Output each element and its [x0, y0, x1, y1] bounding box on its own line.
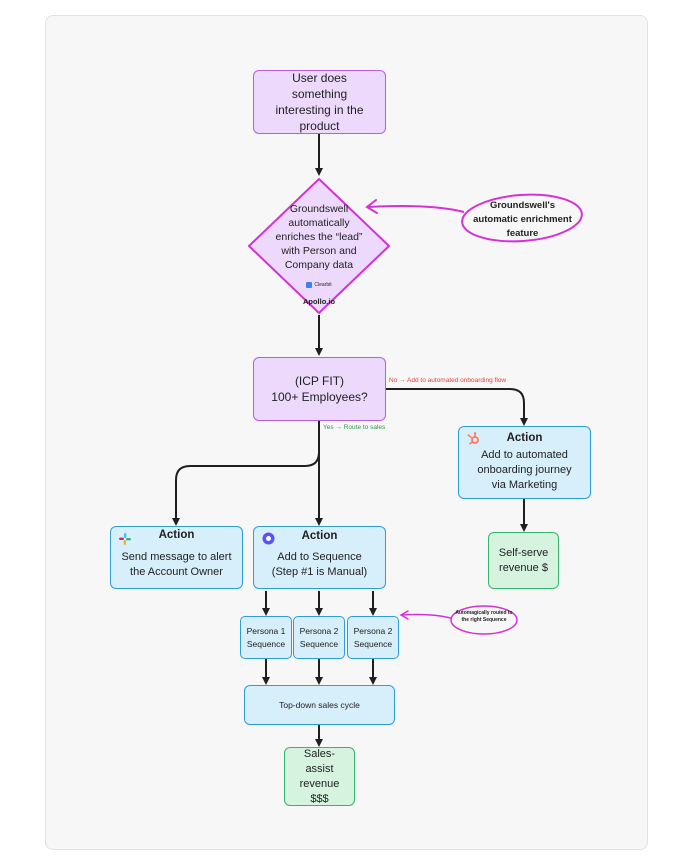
topdown-node[interactable]: Top-down sales cycle: [244, 685, 395, 725]
clearbit-icon: [306, 282, 313, 288]
enrich-node[interactable]: Groundswell automatically enriches the “…: [271, 203, 367, 306]
topdown-label: Top-down sales cycle: [279, 700, 360, 710]
sequence-action-body1: Add to Sequence: [277, 550, 362, 563]
slack-action-node[interactable]: Action Send message to alert the Account…: [110, 526, 243, 589]
persona2a-node[interactable]: Persona 2 Sequence: [293, 616, 345, 659]
routing-note-arrow: [401, 613, 452, 619]
edge-icp-no: [386, 388, 528, 426]
apollo-logo: Apollo.io: [302, 296, 336, 306]
sequence-action-body2: (Step #1 is Manual): [271, 565, 368, 578]
icp-node[interactable]: (ICP FIT) 100+ Employees?: [253, 357, 386, 421]
clearbit-logo: Clearbit: [306, 278, 332, 293]
hubspot-action-node[interactable]: Action Add to automated onboarding journ…: [458, 426, 591, 499]
edge-icp-slack: [172, 421, 320, 526]
hubspot-action-body: Add to automated onboarding journey via …: [477, 449, 572, 491]
yes-edge-label: Yes → Route to sales: [323, 424, 386, 431]
start-node-label: User does something interesting in the p…: [275, 71, 364, 133]
persona2a-label: Persona 2 Sequence: [299, 625, 339, 649]
enrich-logos: Clearbit Apollo.io: [303, 278, 335, 309]
sequence-action-title: Action: [301, 529, 338, 542]
start-node[interactable]: User does something interesting in the p…: [253, 70, 386, 134]
sales-assist-node[interactable]: Sales-assist revenue $$$: [284, 747, 355, 806]
persona2b-node[interactable]: Persona 2 Sequence: [347, 616, 399, 659]
icp-line1: (ICP FIT): [294, 374, 345, 388]
routing-note: Automagically routed to the right Sequen…: [455, 610, 513, 623]
enrich-diamond: [248, 178, 390, 314]
enrichment-note-arrow: [367, 205, 465, 213]
icp-line2: 100+ Employees?: [271, 390, 368, 404]
hubspot-action-title: Action: [506, 432, 543, 444]
sequence-action-node[interactable]: Action Add to Sequence (Step #1 is Manua…: [253, 526, 386, 589]
slack-action-title: Action: [158, 529, 195, 541]
hubspot-icon: [467, 432, 480, 445]
slack-icon: [119, 532, 131, 545]
self-serve-node[interactable]: Self-serve revenue $: [488, 532, 559, 589]
enrichment-note-circle: [461, 193, 583, 243]
persona1-label: Persona 1 Sequence: [246, 625, 286, 649]
persona1-node[interactable]: Persona 1 Sequence: [240, 616, 292, 659]
enrich-node-label: Groundswell automatically enriches the “…: [275, 202, 363, 271]
sales-assist-label: Sales-assist revenue $$$: [299, 747, 340, 805]
enrichment-note: Groundswell's automatic enrichment featu…: [473, 200, 572, 239]
self-serve-label: Self-serve revenue $: [498, 546, 549, 574]
outreach-icon: [262, 532, 275, 545]
no-edge-label: No → Add to automated onboarding flow: [389, 377, 507, 384]
routing-note-circle: [450, 605, 518, 635]
persona2b-label: Persona 2 Sequence: [353, 625, 393, 649]
slack-action-body: Send message to alert the Account Owner: [121, 551, 232, 578]
